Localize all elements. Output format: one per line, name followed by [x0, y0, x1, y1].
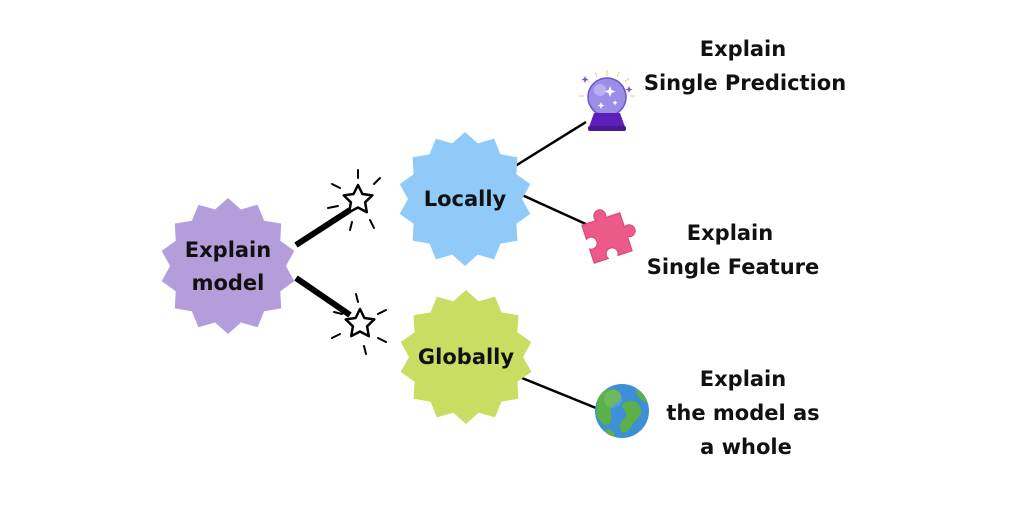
- connector-root-local: [294, 207, 352, 248]
- crystal-ball-icon: [579, 70, 635, 131]
- prediction-label-line-1: Explain: [700, 37, 786, 61]
- puzzle-piece-icon: [581, 209, 636, 264]
- feature-label-line-2: Single Feature: [647, 255, 820, 279]
- root-label-line-1: Explain: [185, 238, 271, 262]
- sparkle-star-icon: [331, 293, 387, 355]
- globally-label: Globally: [418, 345, 514, 369]
- whole-label-line-2: the model as: [666, 401, 819, 425]
- connector-local-prediction: [511, 120, 587, 170]
- feature-label-line-1: Explain: [687, 221, 773, 245]
- root-label-line-2: model: [192, 271, 265, 295]
- locally-node-burst: [399, 132, 531, 266]
- locally-label: Locally: [424, 187, 507, 211]
- globally-node-burst: [400, 290, 532, 424]
- whole-label-line-3: a whole: [700, 435, 792, 459]
- globe-icon: [595, 384, 649, 438]
- connector-root-global: [294, 275, 352, 318]
- sparkle-star-icon: [327, 169, 381, 231]
- root-node-burst: [161, 198, 295, 334]
- connector-global-whole: [521, 376, 597, 410]
- prediction-label-line-2: Single Prediction: [644, 71, 846, 95]
- whole-label-line-1: Explain: [700, 367, 786, 391]
- connector-local-feature: [521, 193, 589, 227]
